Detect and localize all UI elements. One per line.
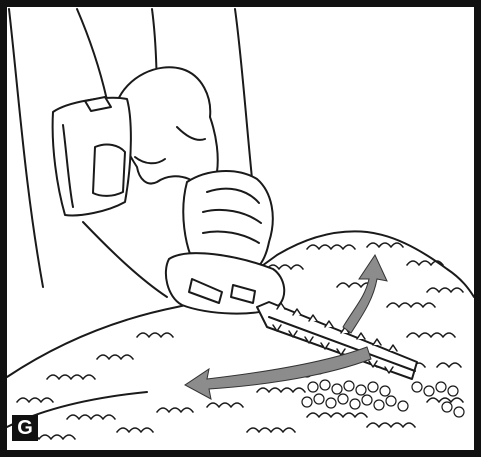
battery-pack-illustration: [51, 96, 132, 217]
hand-illustration: [115, 66, 219, 185]
illustration-canvas: [7, 8, 474, 440]
hedge-trimmer-illustration: [164, 170, 418, 380]
bush-illustration: [7, 230, 474, 440]
motion-arrow-up-right: [342, 253, 388, 334]
motion-arrow-left: [184, 346, 372, 400]
figure-label-badge: G: [12, 415, 38, 441]
